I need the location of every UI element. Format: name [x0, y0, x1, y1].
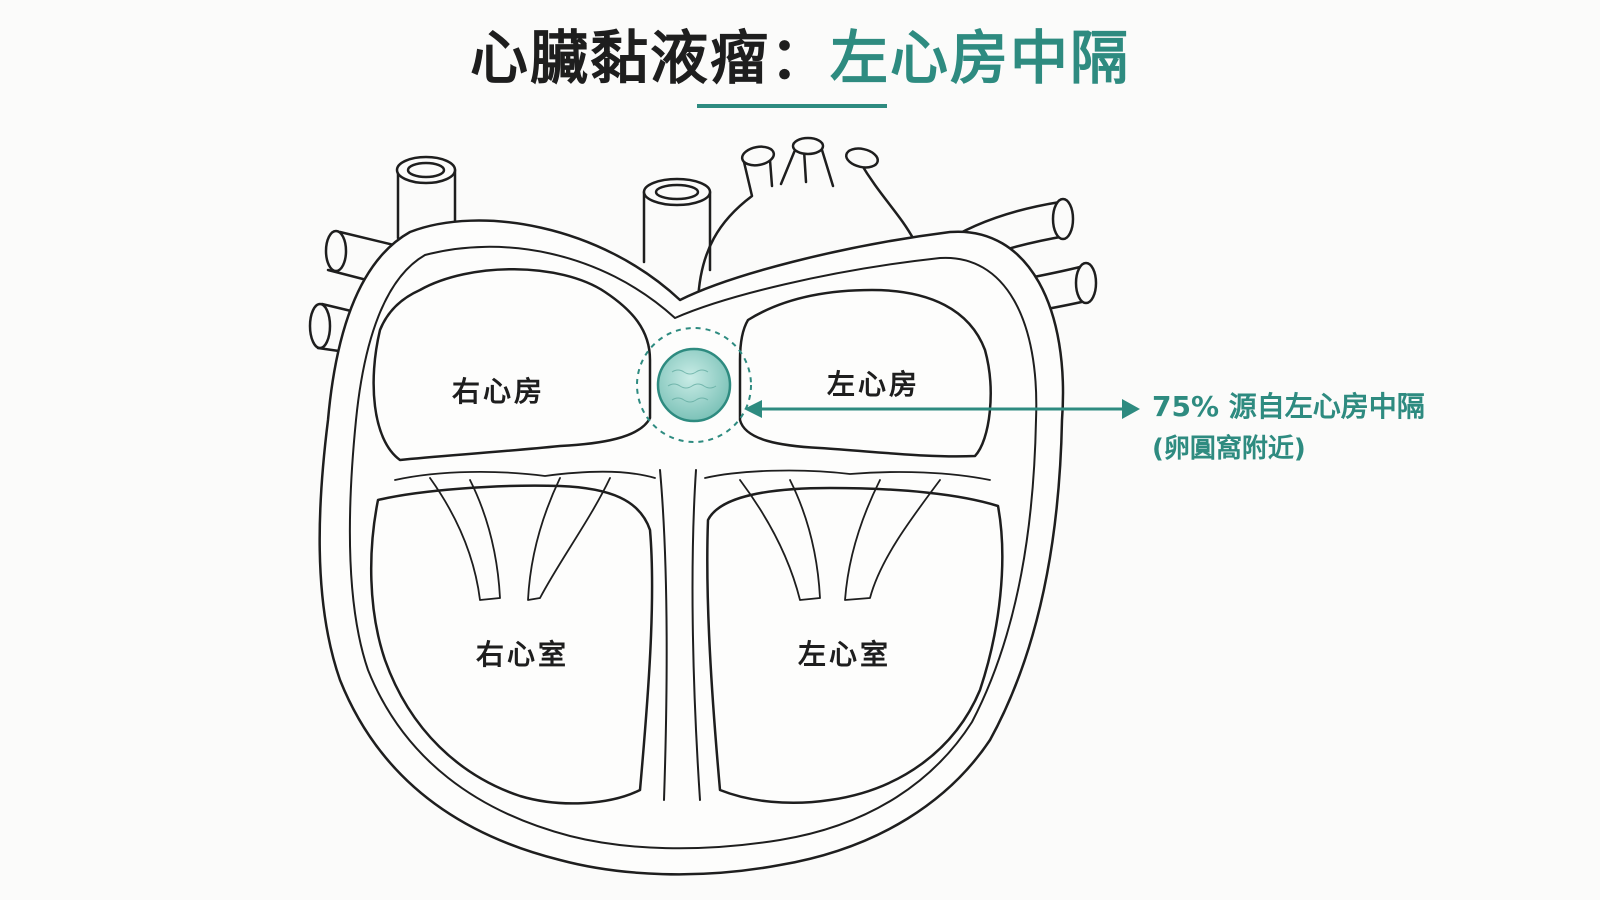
- left-ventricle-chamber: [706, 486, 1004, 804]
- title-underline: [697, 104, 887, 108]
- left-atrium-chamber: [738, 288, 992, 458]
- pulmonary-trunk: [642, 177, 712, 272]
- tricuspid-valve: [394, 470, 656, 601]
- label-right-ventricle: 右心室: [476, 638, 570, 671]
- right-pulmonary-veins: [308, 229, 400, 354]
- heart-outer-wall: [318, 219, 1065, 876]
- superior-vena-cava: [395, 155, 457, 240]
- right-ventricle-chamber: [369, 484, 654, 805]
- interventricular-septum: [659, 469, 701, 801]
- right-atrium-chamber: [372, 268, 652, 462]
- mitral-valve: [704, 469, 991, 601]
- title-highlight: 左心房中隔: [830, 24, 1131, 92]
- label-left-ventricle: 左心室: [798, 638, 892, 671]
- diagram-title: 心臟黏液瘤：左心房中隔: [0, 18, 1600, 98]
- title-main: 心臟黏液瘤：: [469, 24, 830, 92]
- callout-text-primary: 75% 源自左心房中隔: [1152, 390, 1425, 423]
- myxoma-tumor: [636, 327, 752, 443]
- aortic-arch: [696, 136, 916, 304]
- label-right-atrium: 右心房: [452, 375, 546, 408]
- callout-arrow: [744, 399, 1140, 419]
- callout-text-secondary: (卵圓窩附近): [1152, 434, 1306, 464]
- label-left-atrium: 左心房: [827, 368, 921, 401]
- heart-inner-wall: [348, 245, 1038, 850]
